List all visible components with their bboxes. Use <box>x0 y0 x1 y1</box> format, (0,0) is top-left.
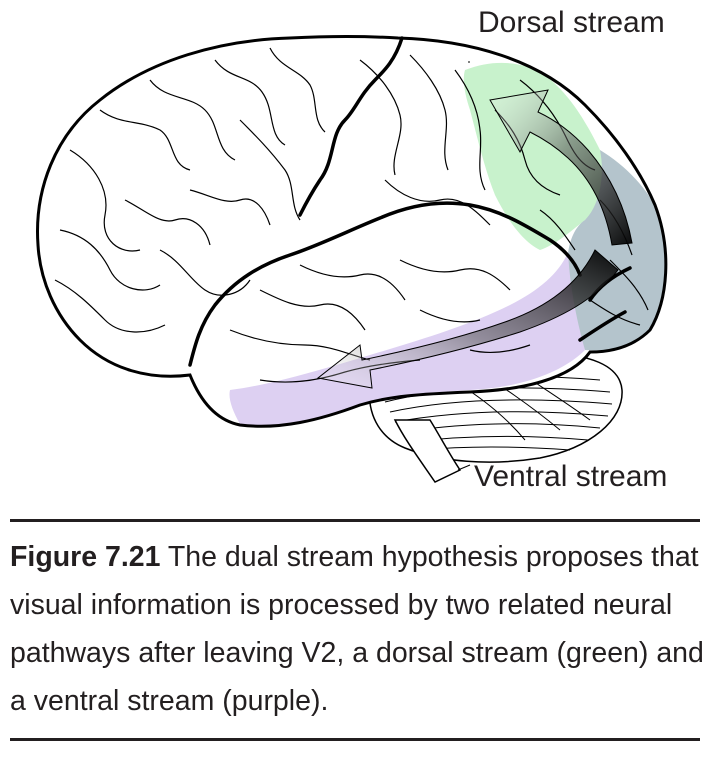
occipital-region <box>567 150 666 351</box>
caption-bottom-rule <box>10 738 700 741</box>
ventral-stream-label: Ventral stream <box>474 460 668 493</box>
cerebrum-outline <box>36 35 668 428</box>
ventral-stream-arrow <box>316 249 619 389</box>
figure-caption: Figure 7.21 The dual stream hypothesis p… <box>10 533 710 725</box>
brain-diagram <box>36 35 668 483</box>
ventral-region <box>229 252 585 426</box>
ventral-leader-line <box>457 464 471 471</box>
dorsal-stream-arrow <box>489 89 633 246</box>
brainstem <box>393 419 462 483</box>
caption-top-rule <box>10 519 700 522</box>
major-sulci <box>188 36 632 367</box>
caption-text: The dual stream hypothesis proposes that… <box>10 541 704 717</box>
caption-label: Figure 7.21 <box>10 541 161 573</box>
dorsal-stream-label: Dorsal stream <box>478 6 665 39</box>
